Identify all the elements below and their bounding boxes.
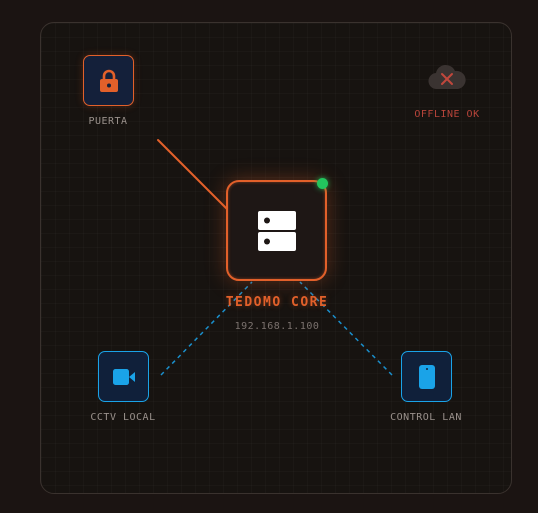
control-node[interactable] bbox=[401, 351, 452, 402]
control-label: CONTROL LAN bbox=[390, 412, 462, 423]
cctv-node[interactable] bbox=[98, 351, 149, 402]
puerta-node[interactable] bbox=[83, 55, 134, 106]
core-title: TEDOMO CORE bbox=[225, 295, 329, 310]
cloud-offline-icon bbox=[428, 64, 466, 90]
core-ip: 192.168.1.100 bbox=[234, 321, 320, 332]
lock-icon bbox=[99, 69, 118, 92]
smartphone-icon bbox=[418, 364, 435, 389]
cctv-label: CCTV LOCAL bbox=[90, 412, 156, 423]
puerta-label: PUERTA bbox=[88, 116, 128, 127]
video-camera-icon bbox=[112, 368, 135, 385]
core-node[interactable] bbox=[226, 180, 327, 281]
cloud-label: OFFLINE OK bbox=[414, 109, 480, 120]
server-icon bbox=[257, 210, 296, 251]
online-status-dot bbox=[317, 178, 328, 189]
cloud-node bbox=[427, 62, 467, 92]
